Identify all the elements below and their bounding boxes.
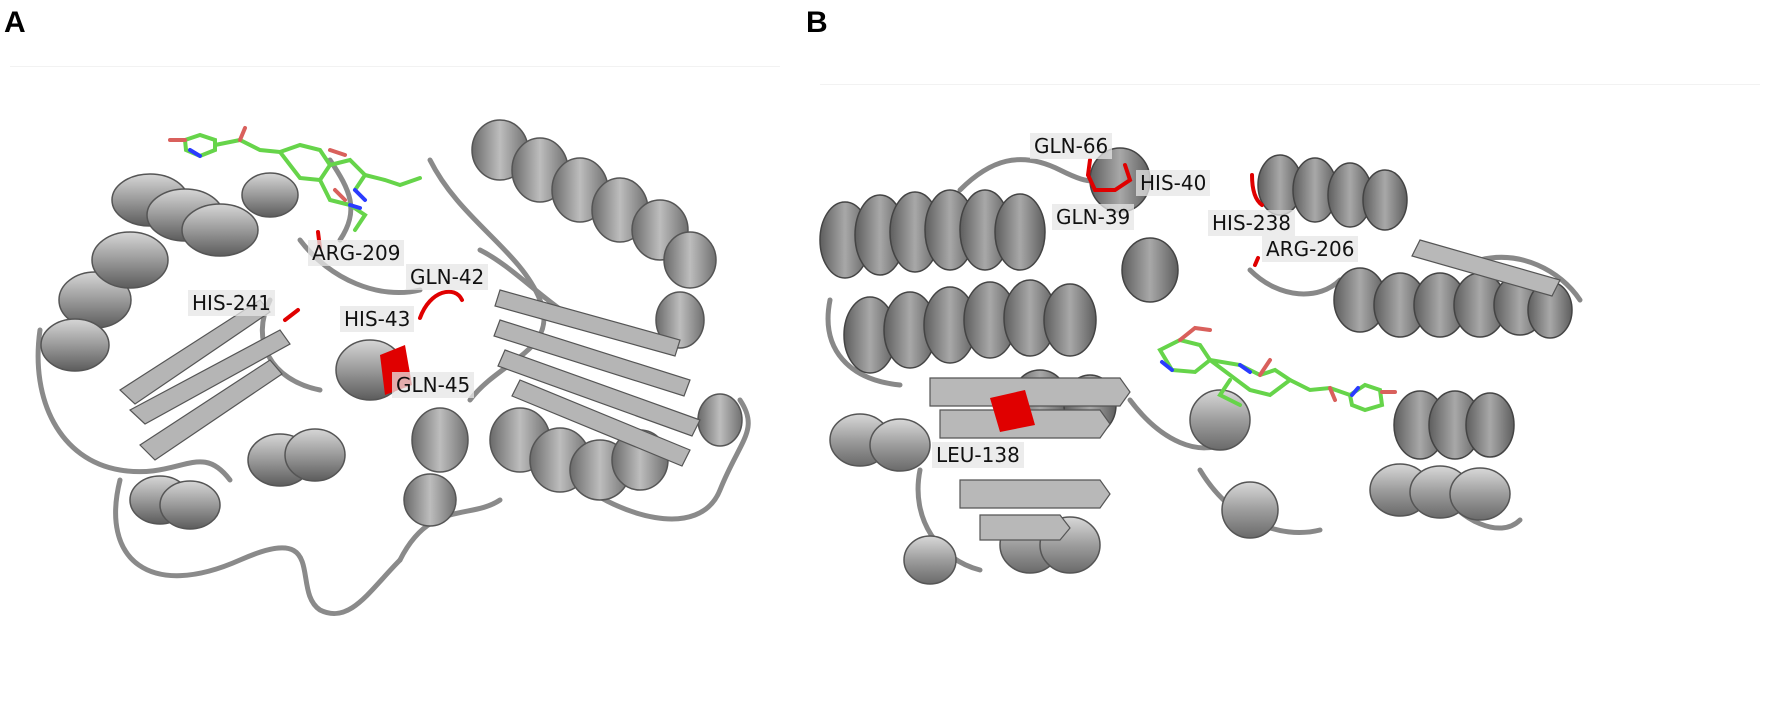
residue-label-gln-45: GLN-45 [392,372,475,398]
leu-138-highlight [990,390,1035,432]
residue-label-his-238: HIS-238 [1208,210,1296,236]
residue-label-his-241: HIS-241 [188,290,276,316]
panel-a-letter: A [4,6,26,39]
panel-a-divider [10,66,780,67]
residue-label-his-40: HIS-40 [1136,170,1211,196]
ligand-a [168,126,422,232]
ligand-b [1157,325,1397,413]
residue-label-his-43: HIS-43 [340,306,415,332]
residue-label-arg-209: ARG-209 [308,240,405,266]
residue-label-gln-66: GLN-66 [1030,133,1113,159]
protein-cartoon-a [35,119,751,617]
protein-cartoon-b [819,147,1583,585]
residue-label-arg-206: ARG-206 [1262,236,1359,262]
panel-b-divider [820,84,1760,85]
panel-b-letter: B [806,6,828,39]
residue-label-leu-138: LEU-138 [932,442,1024,468]
residue-label-gln-42: GLN-42 [406,264,489,290]
residue-label-gln-39: GLN-39 [1052,204,1135,230]
panel-b-structure: GLN-66 HIS-40 GLN-39 HIS-238 ARG-206 LEU… [800,0,1772,711]
panel-a-structure: ARG-209 GLN-42 HIS-241 HIS-43 GLN-45 [0,0,880,711]
